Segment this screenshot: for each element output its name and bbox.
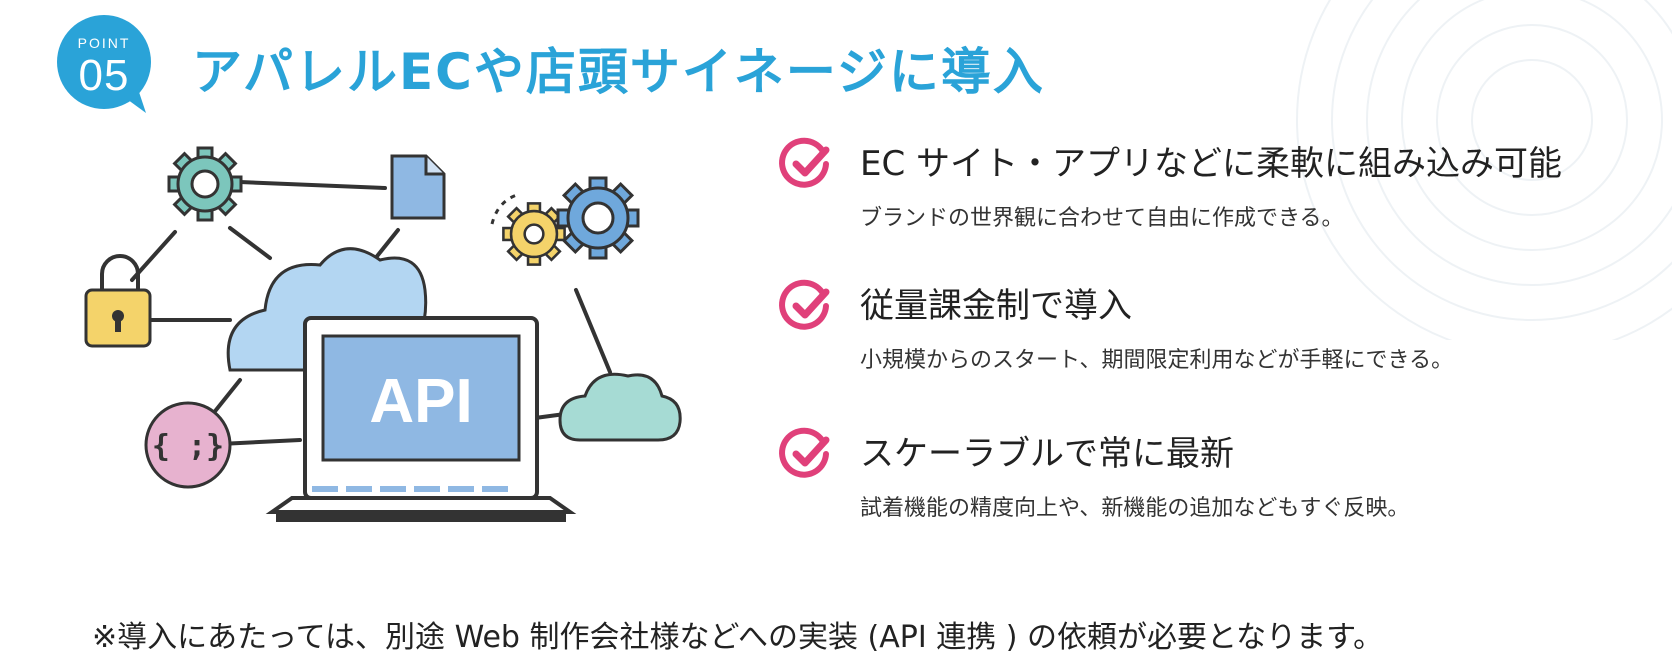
check-circle-icon xyxy=(779,427,830,478)
badge-bubble xyxy=(57,15,151,113)
laptop-icon: API xyxy=(265,316,577,522)
gear-icon xyxy=(167,146,243,222)
api-illustration: { ;} API xyxy=(84,146,682,522)
feature-title: 従量課金制で導入 xyxy=(860,286,1132,326)
badge-label: POINT xyxy=(77,35,131,51)
feature-description: ブランドの世界観に合わせて自由に作成できる。 xyxy=(860,206,1344,231)
badge-number: 05 xyxy=(78,51,130,100)
code-text: { ;} xyxy=(152,429,224,464)
background-decoration xyxy=(1296,0,1672,340)
page-title: アパレルECや店頭サイネージに導入 xyxy=(192,43,1045,101)
lock-icon xyxy=(84,254,152,348)
feature-title: スケーラブルで常に最新 xyxy=(860,434,1234,474)
check-circle-icon xyxy=(779,279,830,330)
feature-description: 小規模からのスタート、期間限定利用などが手軽にできる。 xyxy=(860,348,1454,373)
feature-title: EC サイト・アプリなどに柔軟に組み込み可能 xyxy=(860,144,1563,184)
cloud-icon xyxy=(558,372,682,442)
point-badge: POINT 05 xyxy=(54,15,154,115)
code-icon: { ;} xyxy=(144,401,232,489)
screen-text: API xyxy=(369,367,472,436)
document-icon xyxy=(390,154,446,220)
check-circle-icon xyxy=(779,137,830,188)
footnote: ※導入にあたっては、別途 Web 制作会社様などへの実装 (API 連携 ) の… xyxy=(92,620,1384,655)
feature-description: 試着機能の精度向上や、新機能の追加などもすぐ反映。 xyxy=(860,496,1410,521)
gear-icon xyxy=(490,176,640,266)
